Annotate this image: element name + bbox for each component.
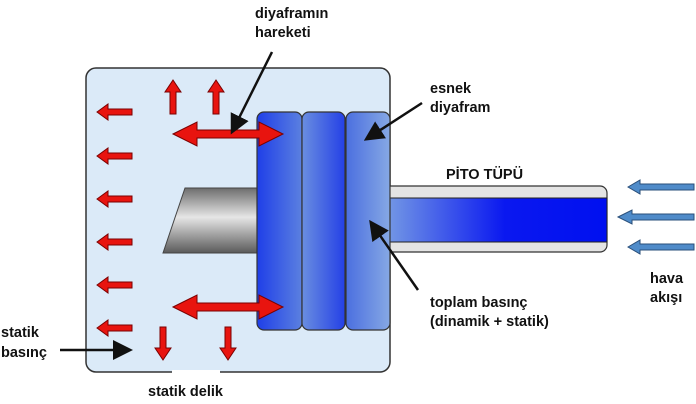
left-arrow [96, 319, 133, 337]
diaphragm-motion-pointer [230, 51, 274, 135]
down-arrow [219, 326, 237, 361]
left-arrow [96, 147, 133, 165]
total-pressure-pointer [369, 219, 420, 291]
airflow-arrow [627, 179, 695, 195]
down-arrow [154, 326, 172, 361]
flexible-diaphragm-pointer [363, 101, 423, 141]
static-port-label: statik delik [148, 384, 224, 400]
left-arrow [96, 276, 133, 294]
total-pressure-label: (dinamik + statik) [430, 314, 549, 330]
double-arrow [171, 294, 285, 320]
flexible-diaphragm-label: esnek [430, 81, 472, 97]
double-arrow [171, 121, 285, 147]
airflow-arrow [616, 209, 695, 225]
left-arrow [96, 190, 133, 208]
airflow-arrows [616, 179, 695, 255]
total-pressure-label: toplam basınç [430, 295, 528, 311]
static-pressure-arrows [96, 79, 285, 361]
airflow-label: hava [650, 271, 684, 287]
diaphragm-motion-label: diyaframın [255, 6, 328, 22]
flexible-diaphragm-label: diyafram [430, 100, 490, 116]
pitot-tube [376, 185, 608, 253]
flexible-diaphragm [256, 111, 391, 331]
pitot-tube-label: PİTO TÜPÜ [446, 166, 523, 183]
diaphragm-motion-label: hareketi [255, 25, 311, 41]
left-arrow [96, 103, 133, 121]
static-pressure-label: statik [1, 325, 40, 341]
left-arrow [96, 233, 133, 251]
up-arrow [164, 79, 182, 115]
airflow-label: akışı [650, 290, 682, 306]
static-pressure-label: basınç [1, 345, 47, 361]
up-arrow [207, 79, 225, 115]
airflow-arrow [627, 239, 695, 255]
